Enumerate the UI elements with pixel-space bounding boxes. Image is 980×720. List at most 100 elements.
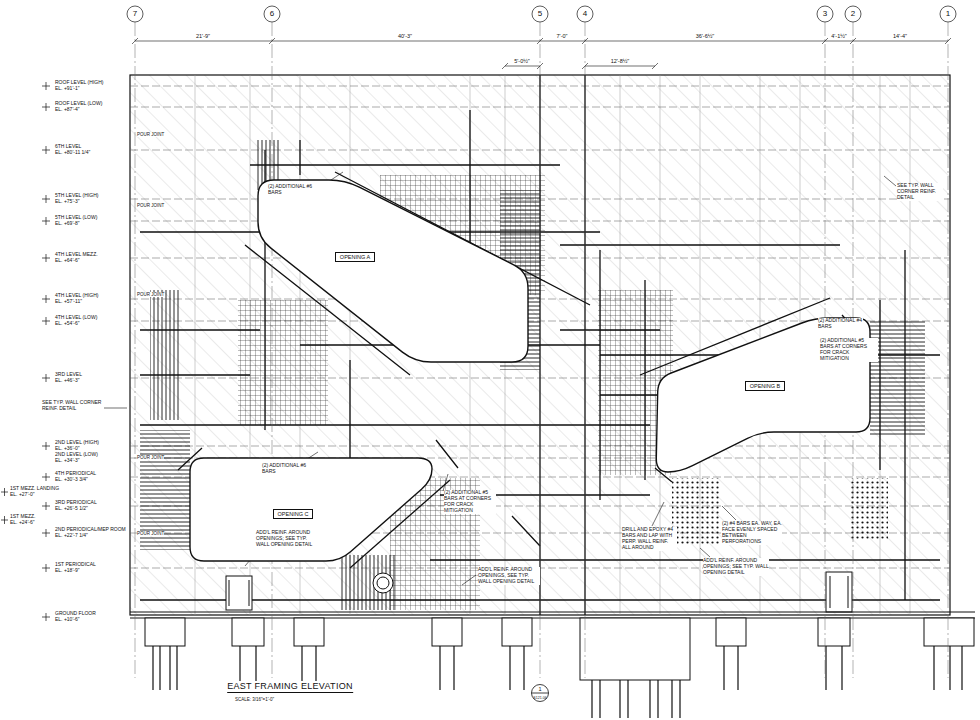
grid-bubble-number: 3	[823, 9, 827, 18]
elevation-text: EL. +80'-11 1/4"	[55, 150, 90, 156]
opening-outline	[256, 178, 530, 364]
pile-cap	[924, 618, 974, 646]
callout-note: (2) ADDITIONAL #5 BARS AT CORNERS FOR CR…	[444, 490, 496, 514]
grid-line	[135, 22, 948, 678]
elevation-text: EL. +46'-3"	[55, 378, 80, 384]
wall-opening: OPENING A	[256, 178, 530, 364]
dimension-text: 7'-0"	[557, 33, 568, 39]
callout-note: ADD'L REINF. AROUND OPENINGS; SEE TYP. W…	[703, 558, 769, 576]
level-name: 5TH LEVEL (HIGH)	[55, 193, 98, 199]
grade-beam	[130, 612, 975, 618]
opening-outline	[258, 180, 528, 362]
pour-joint-note: POUR JOINT	[137, 203, 164, 208]
dimension-line	[135, 41, 948, 66]
elevation-text: EL. +27'-0"	[10, 492, 35, 498]
title-bubble	[532, 693, 549, 694]
pile-cap	[580, 618, 690, 680]
dimension-text: 5'-0½"	[514, 58, 530, 64]
grid-bubble-number: 2	[851, 9, 855, 18]
level-name: 4TH LEVEL (HIGH)	[55, 293, 98, 299]
callout-note: (2) ADDITIONAL #6 BARS	[262, 463, 310, 475]
small-opening	[226, 576, 252, 610]
callout-note: ADD'L REINF. AROUND OPENINGS; SEE TYP. W…	[256, 530, 318, 548]
elevation-text: EL. +18'-9"	[55, 568, 80, 574]
opening-outline	[656, 318, 870, 472]
elevation-text: EL. +34'-3"	[55, 458, 80, 464]
grid-bubble	[127, 6, 956, 22]
detail-number: 1	[538, 686, 541, 692]
level-marker	[1, 82, 50, 621]
small-opening	[373, 573, 393, 593]
elevation-text: EL. +87'-4"	[55, 107, 80, 113]
opening-label: OPENING A	[335, 252, 375, 263]
elevation-text: EL. +26'-5 1/2"	[55, 506, 88, 512]
dimension-text: 12'-8½"	[611, 58, 630, 64]
callout-note: SEE TYP. WALL CORNER REINF. DETAIL	[42, 400, 102, 412]
callout-note: DRILL AND EPOXY #4 BARS AND LAP WITH PER…	[622, 527, 677, 551]
rebar-mesh	[870, 320, 925, 435]
small-opening	[377, 577, 389, 589]
leader-line	[104, 172, 896, 585]
callout-note: ADD'L REINF. AROUND OPENINGS, SEE TYP. W…	[478, 567, 540, 585]
level-name: 2ND PERIODICAL/MEP ROOM	[55, 527, 126, 533]
rebar-mesh	[850, 478, 888, 540]
level-marker	[1, 82, 50, 621]
sheet-number: S121.06	[533, 696, 546, 700]
grid-bubble-number: 6	[270, 9, 274, 18]
dimension-text: 4'-1½"	[831, 33, 847, 39]
elevation-text: EL. +36'-0"	[55, 446, 80, 452]
grid-bubble-number: 1	[946, 9, 950, 18]
dimension-text: 36'-6½"	[696, 33, 715, 39]
rebar-mesh	[140, 140, 925, 610]
pour-joint-note: POUR JOINT	[137, 531, 164, 536]
opening-outline	[190, 458, 432, 561]
grid-bubble-number: 7	[133, 9, 137, 18]
pile-cap	[232, 618, 264, 646]
callout-note: (2) #4 BARS EA. WAY, EA. FACE EVENLY SPA…	[722, 521, 782, 545]
callout-note: (2) ADDITIONAL #6 BARS	[268, 184, 318, 196]
grid-line	[135, 22, 948, 678]
title-bubble	[532, 685, 549, 702]
level-name: 6TH LEVEL	[55, 144, 81, 150]
level-name: 5TH LEVEL (LOW)	[55, 215, 97, 221]
callout-note: (2) ADDITIONAL #5 BARS AT CORNERS FOR CR…	[820, 338, 878, 362]
drawing-title: EAST FRAMING ELEVATION	[227, 681, 353, 693]
pile	[153, 646, 962, 718]
level-name: 3RD LEVEL	[55, 372, 82, 378]
level-name: 1ST MEZZ. LANDING	[10, 486, 59, 492]
title-bubble	[532, 685, 549, 702]
dimension-text: 40'-3"	[398, 33, 412, 39]
dimension-text: 21'-9"	[196, 33, 210, 39]
level-name: 3RD PERIODICAL	[55, 500, 97, 506]
grade-beam	[130, 612, 975, 618]
grid-bubble	[940, 6, 956, 22]
scale-text: SCALE: 3/16"=1'-0"	[235, 697, 274, 702]
rebar-mesh	[150, 290, 180, 420]
elevation-text: EL. +30'-3 3/4"	[55, 477, 88, 483]
callout-note: (2) ADDITIONAL #4 BARS	[818, 318, 863, 330]
elevation-text: EL. +75'-3"	[55, 199, 80, 205]
pile-cap	[145, 618, 185, 646]
grid-bubble-number: 5	[538, 9, 542, 18]
level-name: ROOF LEVEL (HIGH)	[55, 80, 103, 86]
dimension-line	[132, 38, 951, 69]
level-name: 1ST MEZZ.	[10, 514, 35, 520]
level-name: 2ND LEVEL (HIGH)	[55, 440, 99, 446]
dimension-text: 14'-4"	[893, 33, 907, 39]
grid-bubble	[127, 6, 143, 22]
opening-label: OPENING B	[745, 381, 786, 392]
grid-bubble	[577, 6, 593, 22]
grid-bubble-number: 4	[583, 9, 587, 18]
elevation-text: EL. +57'-11"	[55, 299, 82, 305]
rebar-mesh	[672, 478, 720, 546]
elevation-text: EL. +69'-8"	[55, 221, 80, 227]
elevation-text: EL. +22'-7 1/4"	[55, 533, 88, 539]
grid-bubble	[532, 6, 548, 22]
dimension-line	[132, 38, 951, 69]
pile-cap	[818, 618, 850, 646]
elevation-text: EL. +24'-6"	[10, 520, 35, 526]
elevation-text: EL. +64'-6"	[55, 258, 80, 264]
opening-label: OPENING C	[273, 509, 314, 520]
level-name: 1ST PERIODICAL	[55, 562, 96, 568]
